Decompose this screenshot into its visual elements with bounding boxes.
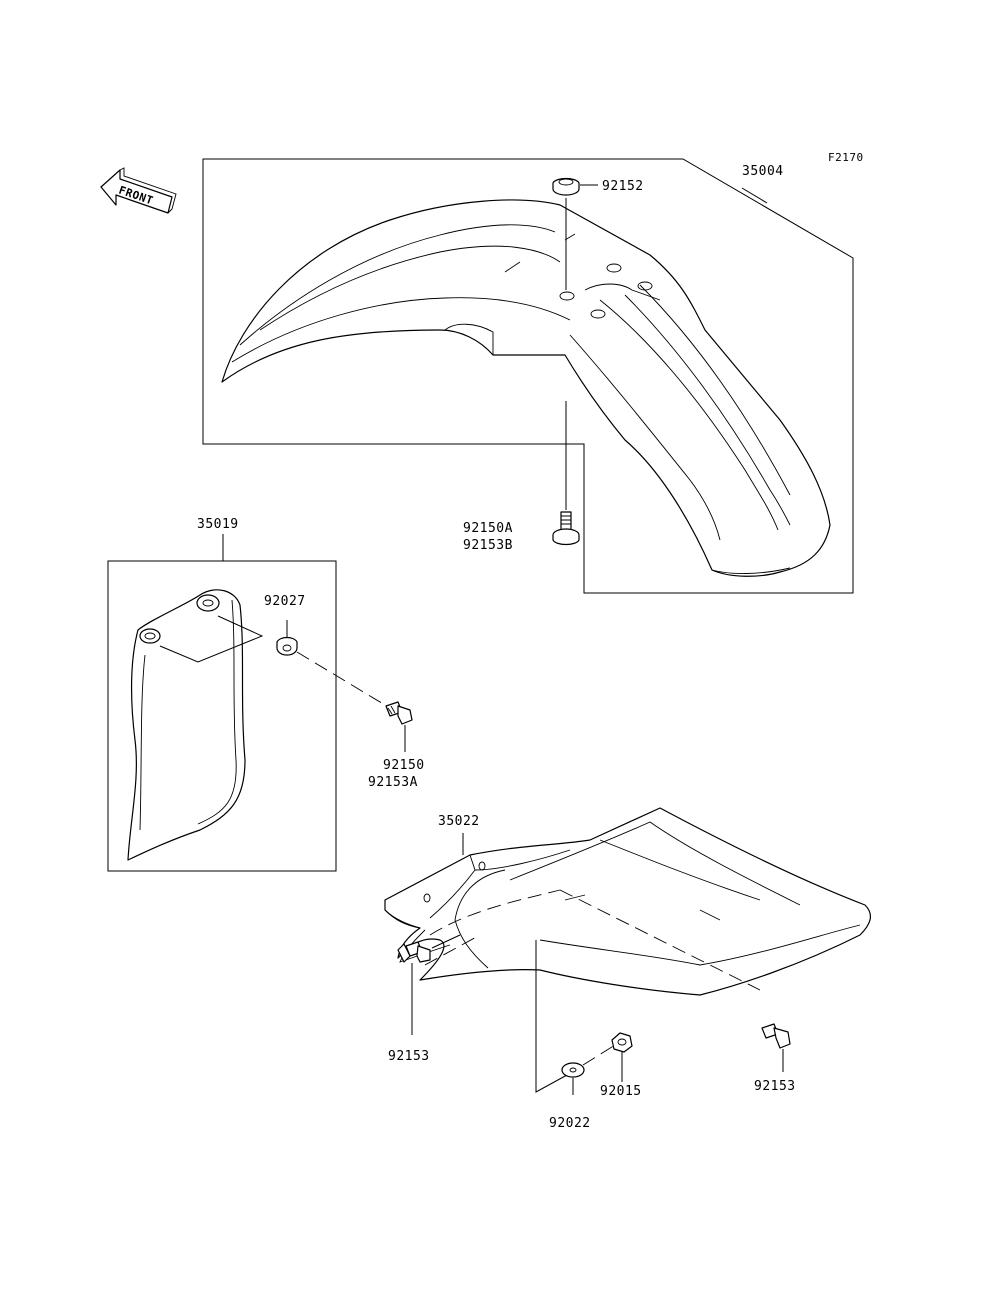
rear-fender-group: 35022 92153 92022 [384, 807, 872, 1131]
front-fender-part-number: 35004 [742, 164, 784, 179]
flap-bolt-icon [385, 701, 413, 725]
fender-bolt-part-number-a: 92150A [463, 521, 513, 536]
washer-92022-icon [561, 1062, 585, 1078]
rear-fender [384, 807, 872, 996]
front-direction-arrow-icon: FRONT [100, 167, 177, 214]
fender-bolt-part-number-b: 92153B [463, 538, 513, 553]
rear-fender-part-number: 35022 [438, 814, 480, 829]
grommet-92152-icon [552, 177, 580, 196]
mud-flap-frame [107, 560, 337, 872]
figure-code: F2170 [828, 151, 864, 164]
washer-part-number: 92022 [549, 1116, 591, 1131]
front-fender-frame [202, 158, 854, 594]
mud-flap-group: 35019 92027 92150 92153A [107, 517, 425, 872]
front-fender [221, 199, 831, 577]
flap-bolt-part-number-b: 92153A [368, 775, 418, 790]
collar-part-number: 92027 [264, 594, 306, 609]
mud-flap-part-number: 35019 [197, 517, 239, 532]
rear-bolt-right-part-number: 92153 [754, 1079, 796, 1094]
rear-bolt-left-icon [397, 941, 431, 963]
collar-92027-icon [276, 636, 298, 656]
nut-92015-icon [611, 1032, 633, 1053]
nut-part-number: 92015 [600, 1084, 642, 1099]
fender-bolt-icon [552, 511, 580, 546]
front-fender-group: 35004 92152 [202, 158, 854, 594]
mud-flap [127, 589, 246, 861]
rear-bolt-right-icon [761, 1023, 791, 1049]
flap-bolt-part-number-a: 92150 [383, 758, 425, 773]
rear-bolt-left-part-number: 92153 [388, 1049, 430, 1064]
grommet-part-number: 92152 [602, 179, 644, 194]
